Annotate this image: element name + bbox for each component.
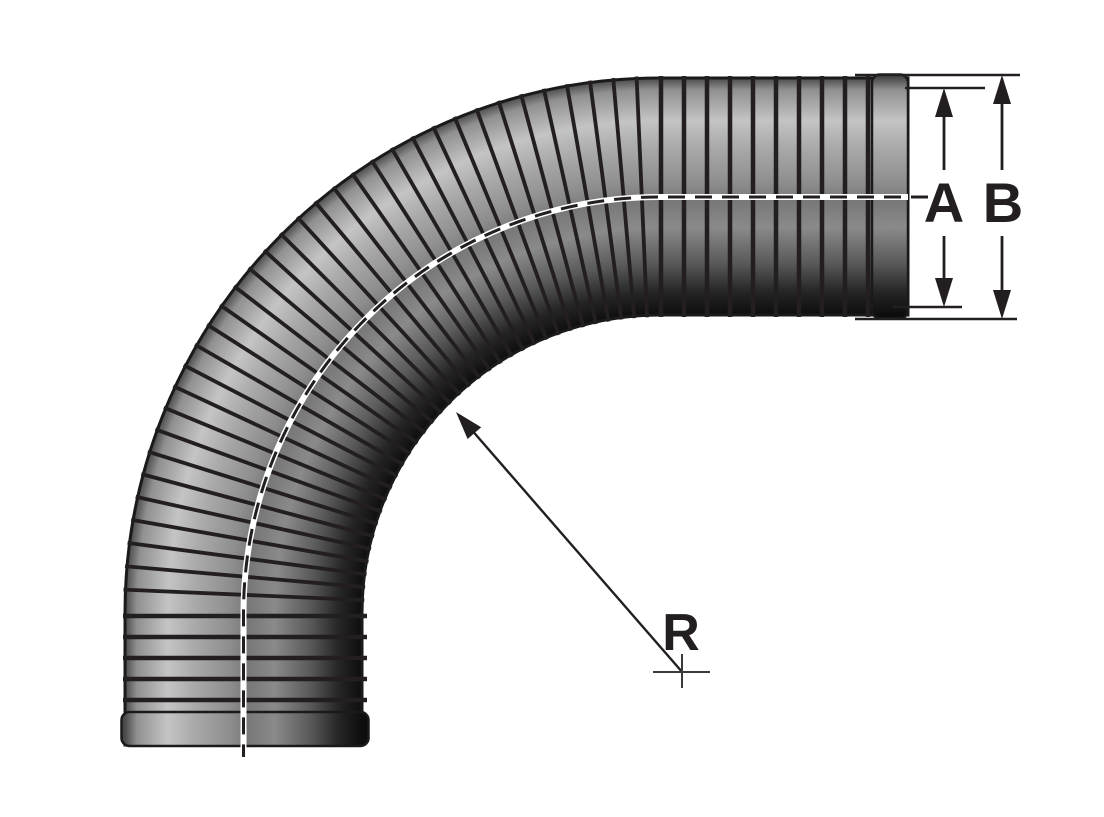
radius-leader-line: [469, 427, 684, 674]
label-a: A: [924, 171, 964, 234]
radius-center-mark-icon: [653, 654, 710, 688]
arrowhead-a-up-icon: [935, 88, 953, 117]
radius-dimension: R: [456, 412, 710, 688]
arrowhead-b-down-icon: [993, 290, 1011, 319]
dimension-b: B: [855, 73, 1023, 321]
centerline-dashes: [242, 195, 928, 757]
arrowhead-a-down-icon: [935, 278, 953, 307]
label-b: B: [983, 171, 1023, 234]
conduit-tube: [120, 73, 910, 748]
arrowhead-radius-icon: [456, 412, 482, 439]
dimension-a: A: [893, 86, 985, 309]
label-r: R: [662, 604, 700, 662]
arrowhead-b-up-icon: [993, 75, 1011, 104]
centerline: [240, 194, 928, 757]
